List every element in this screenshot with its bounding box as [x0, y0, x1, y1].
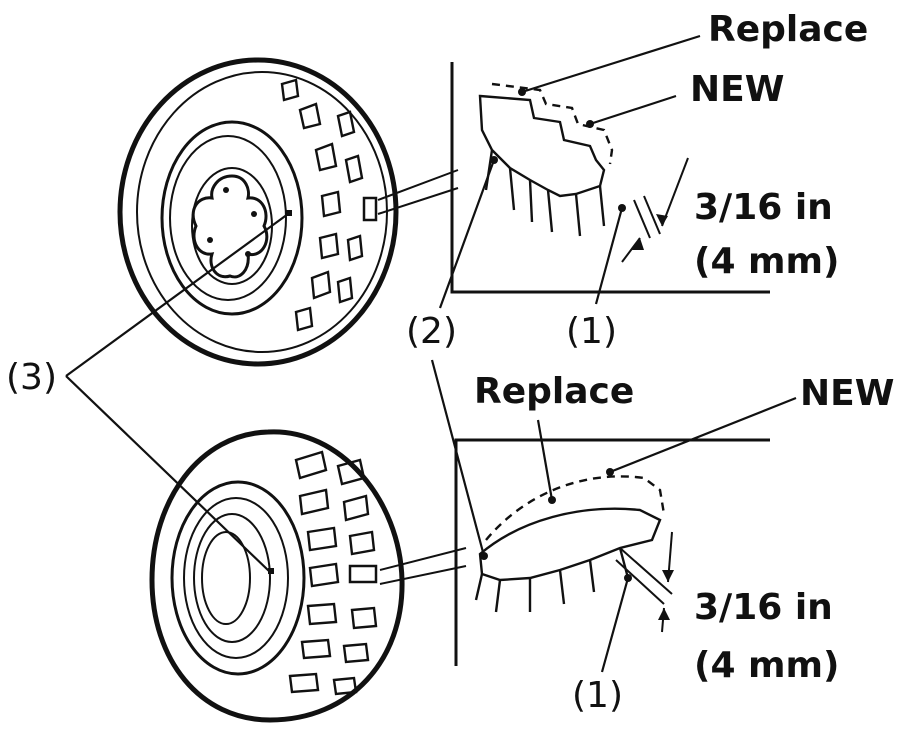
bottom-callout-1: (1) [572, 675, 623, 716]
front-rim-inner [169, 135, 287, 301]
bottom-wear-limit-inches: 3/16 in [694, 587, 833, 628]
top-callout-2: (2) [406, 311, 457, 352]
bottom-detail-panel [379, 359, 797, 673]
rear-tire [149, 429, 405, 723]
bottom-new-label: NEW [800, 373, 895, 414]
front-tire [117, 57, 399, 367]
top-new-label: NEW [690, 69, 785, 110]
front-wear-indicator [362, 196, 378, 222]
callout-3-leaders [65, 213, 289, 573]
bottom-wear-limit-mm: (4 mm) [694, 645, 840, 686]
callout-3: (3) [6, 357, 57, 398]
rear-rim-outer [170, 480, 306, 676]
rear-tire-tread-blocks [288, 450, 378, 696]
top-wear-limit-inches: 3/16 in [694, 187, 833, 228]
top-replace-label: Replace [708, 9, 869, 50]
top-wear-limit-mm: (4 mm) [694, 241, 840, 282]
rear-rim-inner-3 [201, 531, 251, 625]
bottom-tread-section [474, 475, 666, 613]
front-tire-tread-blocks [280, 78, 364, 332]
top-callout-1: (1) [566, 311, 617, 352]
top-tread-section [478, 82, 614, 237]
top-detail-panel [377, 34, 770, 309]
rear-rim-inner-2 [193, 513, 271, 643]
rear-rim-inner-1 [183, 497, 289, 659]
bottom-replace-label: Replace [474, 371, 635, 412]
rear-wear-indicator [348, 564, 378, 584]
